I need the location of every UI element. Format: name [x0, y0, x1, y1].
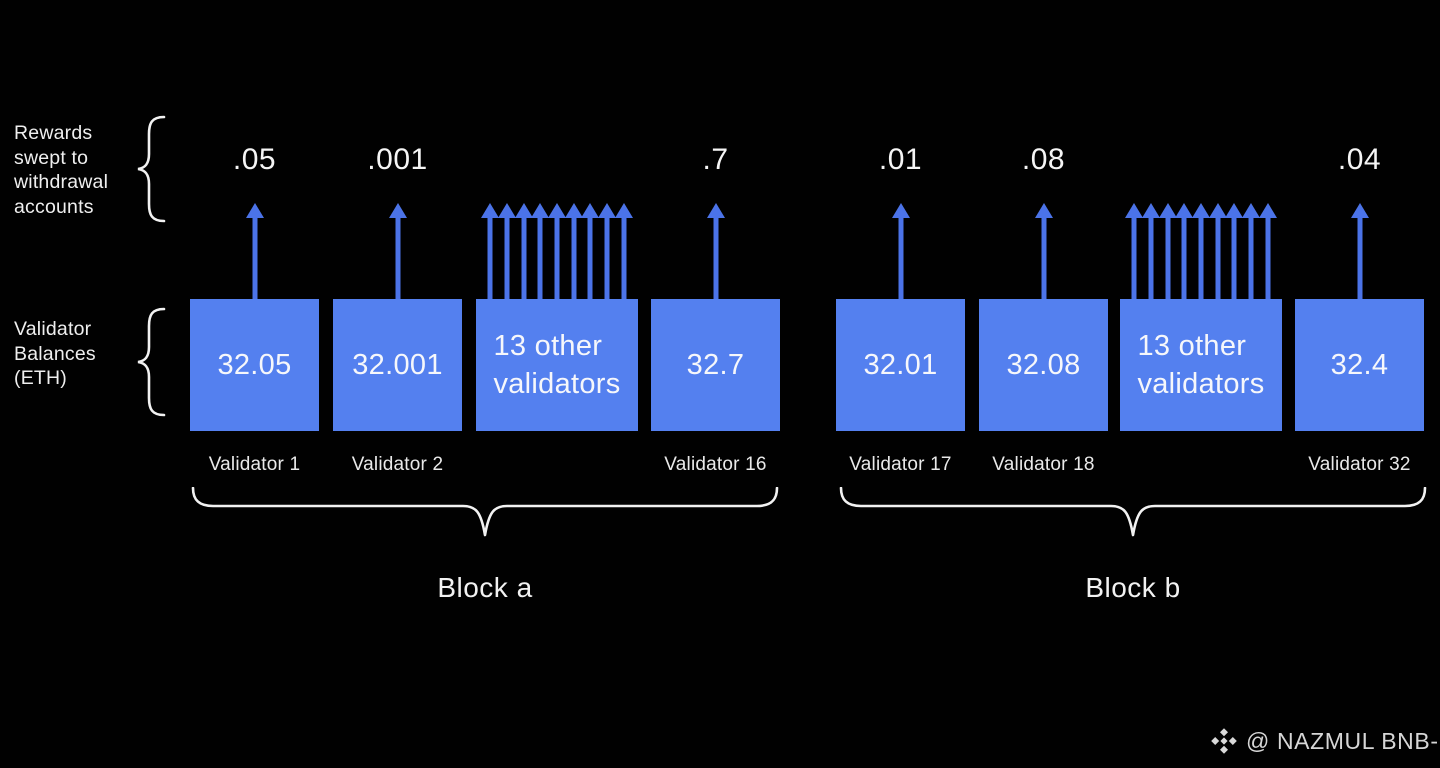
validator-box: 32.001 — [333, 299, 462, 431]
balance-value: 32.7 — [686, 348, 745, 381]
reward-arrow — [333, 203, 462, 301]
validator-name: Validator 16 — [664, 454, 767, 475]
validator-column-16: .7 32.7 Validator 16 — [651, 0, 780, 768]
balance-value: 32.4 — [1330, 348, 1389, 381]
block-b-brace — [839, 487, 1427, 537]
up-arrow-icon — [548, 203, 567, 301]
binance-logo-icon — [1211, 728, 1237, 754]
up-arrow-icon — [1034, 203, 1053, 301]
reward-value: .05 — [232, 143, 277, 176]
reward-value: .001 — [367, 143, 428, 176]
reward-value: .08 — [1021, 143, 1066, 176]
other-validators-column-b: 13 other validators — [1120, 0, 1282, 768]
balance-value: 32.08 — [1006, 348, 1081, 381]
validator-box: 32.01 — [836, 299, 965, 431]
up-arrow-icon — [1225, 203, 1244, 301]
up-arrow-icon — [1142, 203, 1160, 301]
block-b-title: Block b — [1085, 572, 1181, 603]
up-arrow-icon — [564, 203, 583, 301]
block-a-brace — [191, 487, 779, 537]
validator-column-18: .08 32.08 Validator 18 — [979, 0, 1108, 768]
up-arrow-icon — [1192, 203, 1211, 301]
other-validators-box: 13 other validators — [1120, 299, 1282, 431]
up-arrow-icon — [614, 203, 633, 301]
validator-name: Validator 1 — [208, 454, 301, 475]
validator-column-32: .04 32.4 Validator 32 — [1295, 0, 1424, 768]
other-validators-box: 13 other validators — [476, 299, 638, 431]
watermark-text: @ NAZMUL BNB- — [1246, 727, 1439, 754]
up-arrow-icon — [891, 203, 910, 301]
validator-box: 32.4 — [1295, 299, 1424, 431]
up-arrow-icon — [1242, 203, 1261, 301]
validator-column-2: .001 32.001 Validator 2 — [333, 0, 462, 768]
reward-arrow-group — [1120, 203, 1282, 301]
validator-box: 32.7 — [651, 299, 780, 431]
balance-value: 32.05 — [217, 348, 292, 381]
rewards-swept-label: Rewards swept to withdrawal accounts — [14, 122, 109, 218]
validator-box: 32.08 — [979, 299, 1108, 431]
reward-value: .01 — [878, 143, 923, 176]
reward-arrow — [651, 203, 780, 301]
validator-name: Validator 18 — [992, 454, 1095, 475]
up-arrow-icon — [1258, 203, 1277, 301]
reward-arrow — [836, 203, 965, 301]
validator-balances-label: Validator Balances (ETH) — [14, 318, 96, 390]
up-arrow-icon — [1208, 203, 1227, 301]
other-validators-column-a: 13 other validators — [476, 0, 638, 768]
up-arrow-icon — [706, 203, 725, 301]
validator-name: Validator 32 — [1308, 454, 1411, 475]
validator-name: Validator 17 — [849, 454, 952, 475]
other-validators-text: 13 other validators — [1137, 329, 1265, 400]
block-a-title: Block a — [437, 572, 533, 603]
up-arrow-icon — [1175, 203, 1194, 301]
reward-arrow-group — [476, 203, 638, 301]
up-arrow-icon — [481, 203, 500, 301]
validator-column-17: .01 32.01 Validator 17 — [836, 0, 965, 768]
balances-brace — [137, 307, 166, 417]
validator-box: 32.05 — [190, 299, 319, 431]
up-arrow-icon — [1350, 203, 1369, 301]
up-arrow-icon — [1158, 203, 1177, 301]
up-arrow-icon — [245, 203, 264, 301]
up-arrow-icon — [388, 203, 407, 301]
up-arrow-icon — [581, 203, 600, 301]
balance-value: 32.01 — [863, 348, 938, 381]
validator-column-1: .05 32.05 Validator 1 — [190, 0, 319, 768]
reward-arrow — [979, 203, 1108, 301]
validator-name: Validator 2 — [351, 454, 444, 475]
watermark: @ NAZMUL BNB- — [1210, 727, 1439, 755]
rewards-brace — [137, 115, 166, 223]
up-arrow-icon — [514, 203, 533, 301]
up-arrow-icon — [531, 203, 550, 301]
up-arrow-icon — [1125, 203, 1144, 301]
reward-arrow — [1295, 203, 1424, 301]
up-arrow-icon — [498, 203, 516, 301]
reward-value: .04 — [1337, 143, 1382, 176]
reward-arrow — [190, 203, 319, 301]
reward-value: .7 — [702, 143, 729, 176]
up-arrow-icon — [598, 203, 617, 301]
balance-value: 32.001 — [352, 348, 443, 381]
other-validators-text: 13 other validators — [493, 329, 621, 400]
